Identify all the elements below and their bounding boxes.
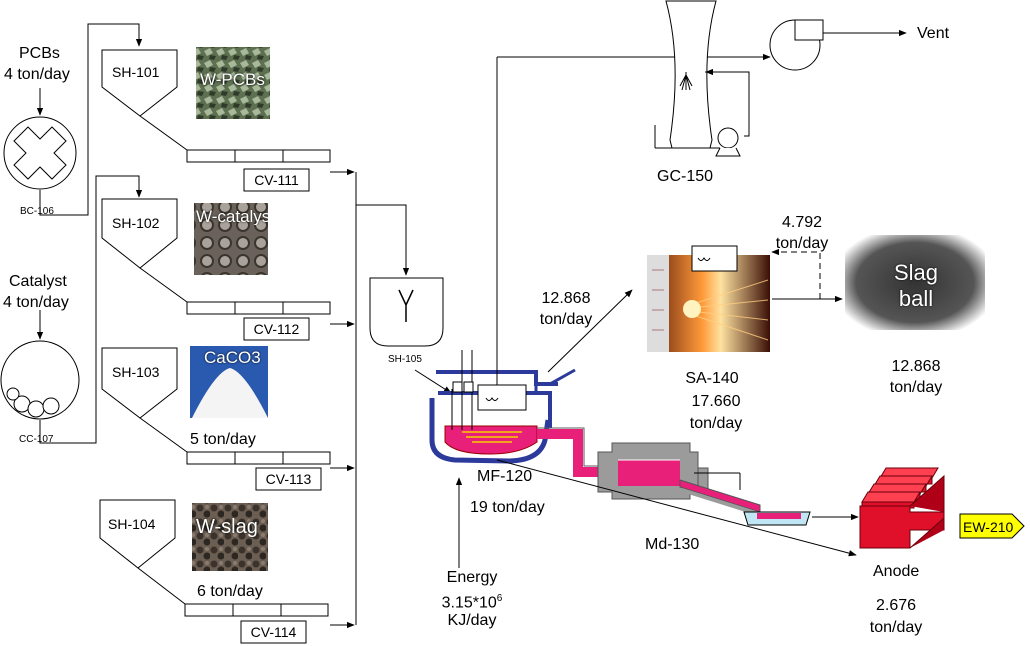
- wslag-caption: W-slag: [196, 516, 258, 538]
- recycle-unit: ton/day: [775, 235, 829, 252]
- cv114-belt: [184, 603, 329, 617]
- catalyst-feed-name: Catalyst: [9, 273, 67, 290]
- sh102-hopper: [101, 198, 178, 269]
- sh101-hopper: [101, 49, 178, 117]
- mf120-furnace: [429, 53, 771, 464]
- wpcbs-caption: W-PCBs: [200, 70, 265, 89]
- anode-label: Anode: [873, 563, 920, 580]
- anode-value: 2.676: [875, 597, 917, 614]
- energy-label: Energy: [446, 569, 498, 586]
- slag-ball-caption-1: Slag: [893, 260, 939, 285]
- caco3-photo: [190, 346, 268, 418]
- wpcbs-photo: [196, 47, 270, 119]
- offgas-value: 12.868: [541, 290, 591, 307]
- caco3-rate: 5 ton/day: [190, 431, 256, 448]
- anode-unit: ton/day: [869, 619, 923, 636]
- energy-value: 3.15*106: [441, 593, 503, 612]
- sa140-label: SA-140: [685, 370, 739, 387]
- mf120-instrument: [477, 384, 527, 411]
- gc150-tower: [654, 0, 750, 157]
- slag-ball-photo: [845, 235, 985, 330]
- cc107-label: CC-107: [19, 434, 54, 445]
- sh105-label: SH-105: [388, 354, 422, 365]
- mf120-rate: 19 ton/day: [470, 499, 545, 516]
- slag-ball-caption-2: ball: [898, 286, 934, 311]
- sh103-hopper: [101, 347, 178, 419]
- ew210-label: EW-210: [963, 519, 1014, 535]
- caco3-caption: CaCO3: [204, 348, 261, 367]
- md130-label: Md-130: [645, 536, 700, 553]
- pcbs-feed-name: PCBs: [19, 45, 60, 62]
- sh102-label: SH-102: [112, 215, 160, 231]
- sa140-photo: [647, 245, 770, 352]
- blower-icon: [769, 19, 824, 71]
- cv112-label: CV-112: [253, 321, 300, 337]
- recycle-value: 4.792: [781, 214, 823, 231]
- offgas-unit: ton/day: [539, 311, 593, 328]
- cv111-belt: [186, 149, 331, 163]
- pump-icon: [717, 127, 739, 149]
- wslag-rate: 6 ton/day: [197, 583, 263, 600]
- sh101-label: SH-101: [112, 64, 160, 80]
- sh103-label: SH-103: [112, 364, 160, 380]
- anode-stack: [859, 467, 945, 549]
- slag-value: 12.868: [891, 358, 941, 375]
- wcatalyst-caption: W-catalyst: [196, 209, 268, 225]
- gc150-label: GC-150: [657, 168, 714, 185]
- wcatalyst-photo: [194, 203, 268, 275]
- sh104-hopper: [99, 499, 176, 569]
- mf120-label: MF-120: [477, 468, 533, 485]
- catalyst-feed-rate: 4 ton/day: [3, 294, 69, 311]
- pcbs-feed-rate: 4 ton/day: [4, 66, 70, 83]
- cv112-belt: [186, 301, 331, 315]
- crusher-cross-icon: [13, 126, 67, 180]
- cv111-label: CV-111: [254, 172, 299, 188]
- cv114-label: CV-114: [250, 624, 297, 640]
- sa140-unit: ton/day: [689, 415, 743, 432]
- energy-unit: KJ/day: [447, 612, 497, 629]
- bc106-label: BC-106: [20, 206, 54, 217]
- md130-unit: [597, 442, 811, 526]
- cv113-label: CV-113: [265, 471, 312, 487]
- ew210-shape: [959, 513, 1025, 539]
- vent-label: Vent: [917, 25, 950, 42]
- hopper-y-icon: [398, 289, 414, 322]
- sa140-value: 17.660: [691, 393, 741, 410]
- cv113-belt: [186, 451, 331, 465]
- wslag-photo: [192, 503, 268, 571]
- slag-unit: ton/day: [889, 379, 943, 396]
- sh104-label: SH-104: [108, 516, 156, 532]
